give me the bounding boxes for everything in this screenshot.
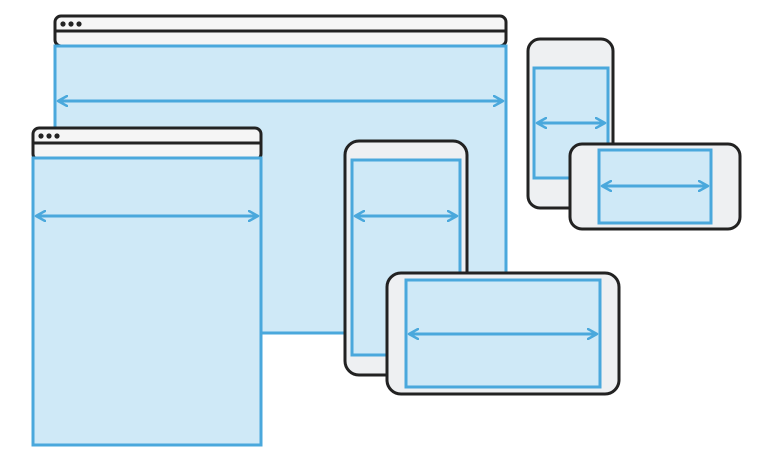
window-control-dot (46, 133, 52, 139)
small-browser-window (31, 126, 263, 447)
window-control-dot (76, 21, 82, 27)
phone-landscape-bottom (385, 271, 621, 396)
window-control-dot (38, 133, 44, 139)
window-control-dot (54, 133, 60, 139)
small-browser-viewport (31, 156, 263, 447)
window-control-dot (68, 21, 74, 27)
window-control-dot (60, 21, 66, 27)
phone-landscape-right (568, 142, 742, 231)
